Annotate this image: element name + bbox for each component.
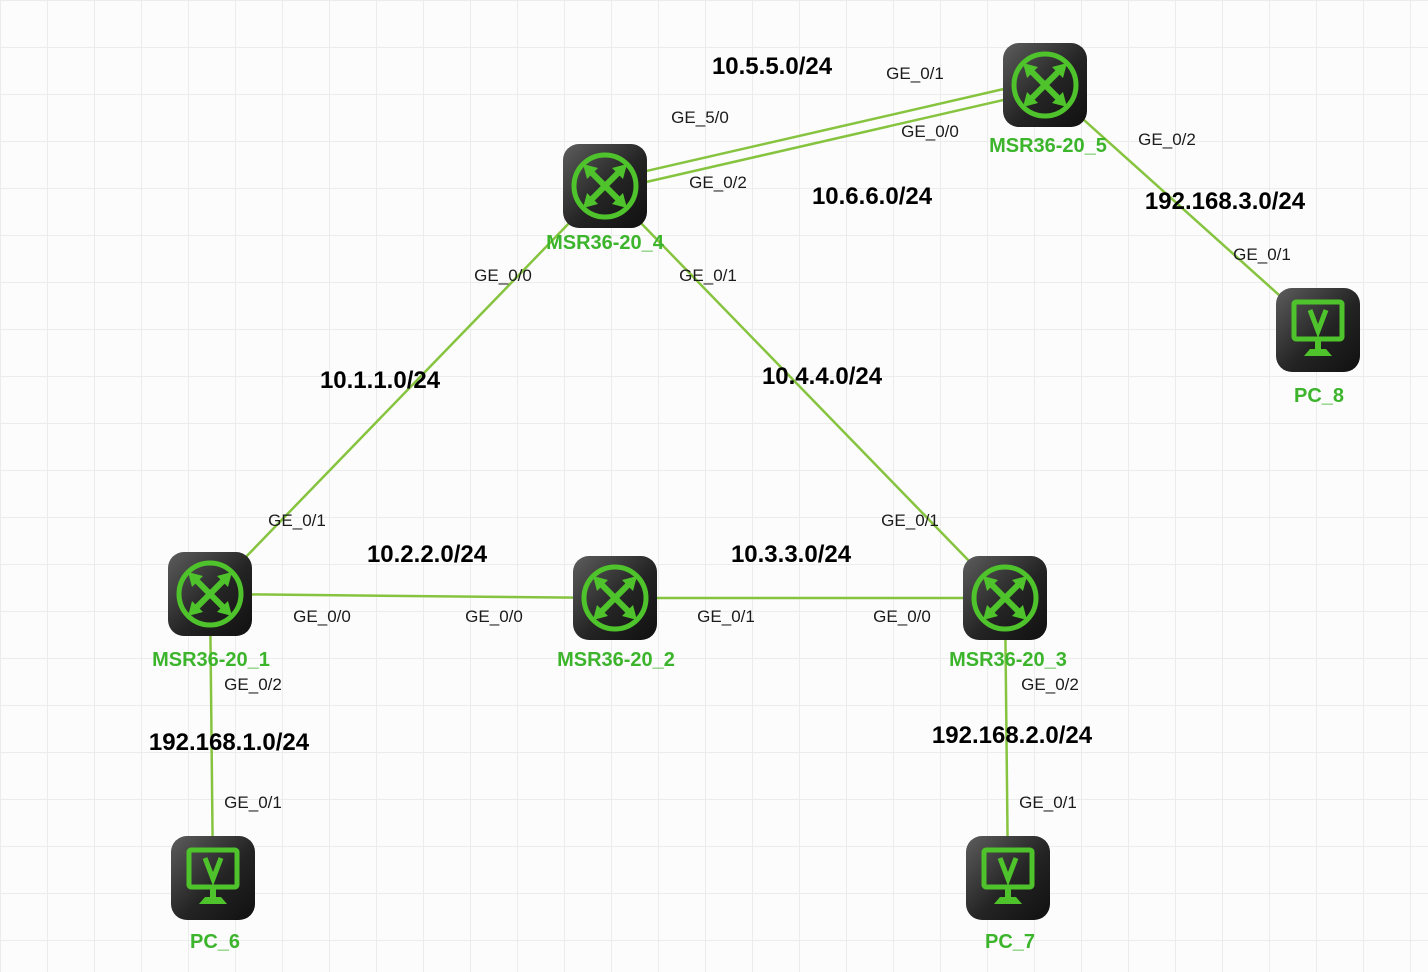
device-label-pc-6: PC_6: [189, 931, 241, 953]
link-10-2-2-0-24[interactable]: [209, 592, 616, 600]
network-label-10-4-4-0-24: 10.4.4.0/24: [761, 363, 883, 390]
link-10-6-6-0-24[interactable]: [606, 88, 1048, 193]
pc-icon: [1275, 287, 1361, 373]
device-pc-7[interactable]: [965, 835, 1051, 921]
iface-label-msr3-ge-0-1: GE_0/1: [881, 511, 939, 530]
iface-label-msr1-ge-0-2: GE_0/2: [224, 675, 282, 694]
pc-icon: [170, 835, 256, 921]
network-label-192-168-3-0-24: 192.168.3.0/24: [1144, 188, 1306, 215]
iface-label-msr4-ge-0-2: GE_0/2: [689, 173, 747, 192]
link-10-1-1-0-24[interactable]: [209, 185, 606, 595]
link-192-168-1-0-24[interactable]: [208, 593, 215, 879]
device-label-pc-8: PC_8: [1293, 385, 1345, 407]
network-label-10-5-5-0-24: 10.5.5.0/24: [711, 53, 833, 80]
device-msr36-20-4[interactable]: [562, 143, 648, 229]
iface-label-msr3-ge-0-0: GE_0/0: [873, 607, 931, 626]
network-label-10-2-2-0-24: 10.2.2.0/24: [366, 541, 488, 568]
iface-label-msr3-ge-0-2: GE_0/2: [1021, 675, 1079, 694]
iface-label-msr5-ge-0-1: GE_0/1: [886, 64, 944, 83]
iface-label-pc7-ge-0-1: GE_0/1: [1019, 793, 1077, 812]
link-192-168-3-0-24[interactable]: [1044, 84, 1319, 331]
router-icon: [167, 551, 253, 637]
device-msr36-20-3[interactable]: [962, 555, 1048, 641]
device-msr36-20-1[interactable]: [167, 551, 253, 637]
network-label-10-1-1-0-24: 10.1.1.0/24: [319, 367, 441, 394]
iface-label-msr4-ge-5-0: GE_5/0: [671, 108, 729, 127]
router-icon: [572, 555, 658, 641]
iface-label-pc8-ge-0-1: GE_0/1: [1233, 245, 1291, 264]
router-icon: [562, 143, 648, 229]
iface-label-msr2-ge-0-0: GE_0/0: [465, 607, 523, 626]
device-label-msr36-20-2: MSR36-20_2: [557, 649, 675, 671]
device-msr36-20-5[interactable]: [1002, 42, 1088, 128]
pc-icon: [965, 835, 1051, 921]
iface-label-msr4-ge-0-0: GE_0/0: [474, 266, 532, 285]
link-10-5-5-0-24[interactable]: [602, 78, 1044, 183]
device-label-msr36-20-1: MSR36-20_1: [152, 649, 270, 671]
iface-label-msr5-ge-0-0: GE_0/0: [901, 122, 959, 141]
network-label-192-168-1-0-24: 192.168.1.0/24: [148, 729, 310, 756]
iface-label-pc6-ge-0-1: GE_0/1: [224, 793, 282, 812]
network-label-192-168-2-0-24: 192.168.2.0/24: [931, 722, 1093, 749]
link-10-4-4-0-24[interactable]: [604, 185, 1006, 599]
device-pc-8[interactable]: [1275, 287, 1361, 373]
router-icon: [1002, 42, 1088, 128]
iface-label-msr2-ge-0-1: GE_0/1: [697, 607, 755, 626]
link-192-168-2-0-24[interactable]: [1003, 597, 1010, 879]
iface-label-msr4-ge-0-1: GE_0/1: [679, 266, 737, 285]
iface-label-msr5-ge-0-2: GE_0/2: [1138, 130, 1196, 149]
iface-label-msr1-ge-0-0: GE_0/0: [293, 607, 351, 626]
device-label-pc-7: PC_7: [984, 931, 1036, 953]
device-label-msr36-20-3: MSR36-20_3: [949, 649, 1067, 671]
device-pc-6[interactable]: [170, 835, 256, 921]
router-icon: [962, 555, 1048, 641]
network-label-10-3-3-0-24: 10.3.3.0/24: [730, 541, 852, 568]
device-label-msr36-20-5: MSR36-20_5: [989, 135, 1107, 157]
device-label-msr36-20-4: MSR36-20_4: [546, 232, 664, 254]
device-msr36-20-2[interactable]: [572, 555, 658, 641]
iface-label-msr1-ge-0-1: GE_0/1: [268, 511, 326, 530]
network-label-10-6-6-0-24: 10.6.6.0/24: [811, 183, 933, 210]
